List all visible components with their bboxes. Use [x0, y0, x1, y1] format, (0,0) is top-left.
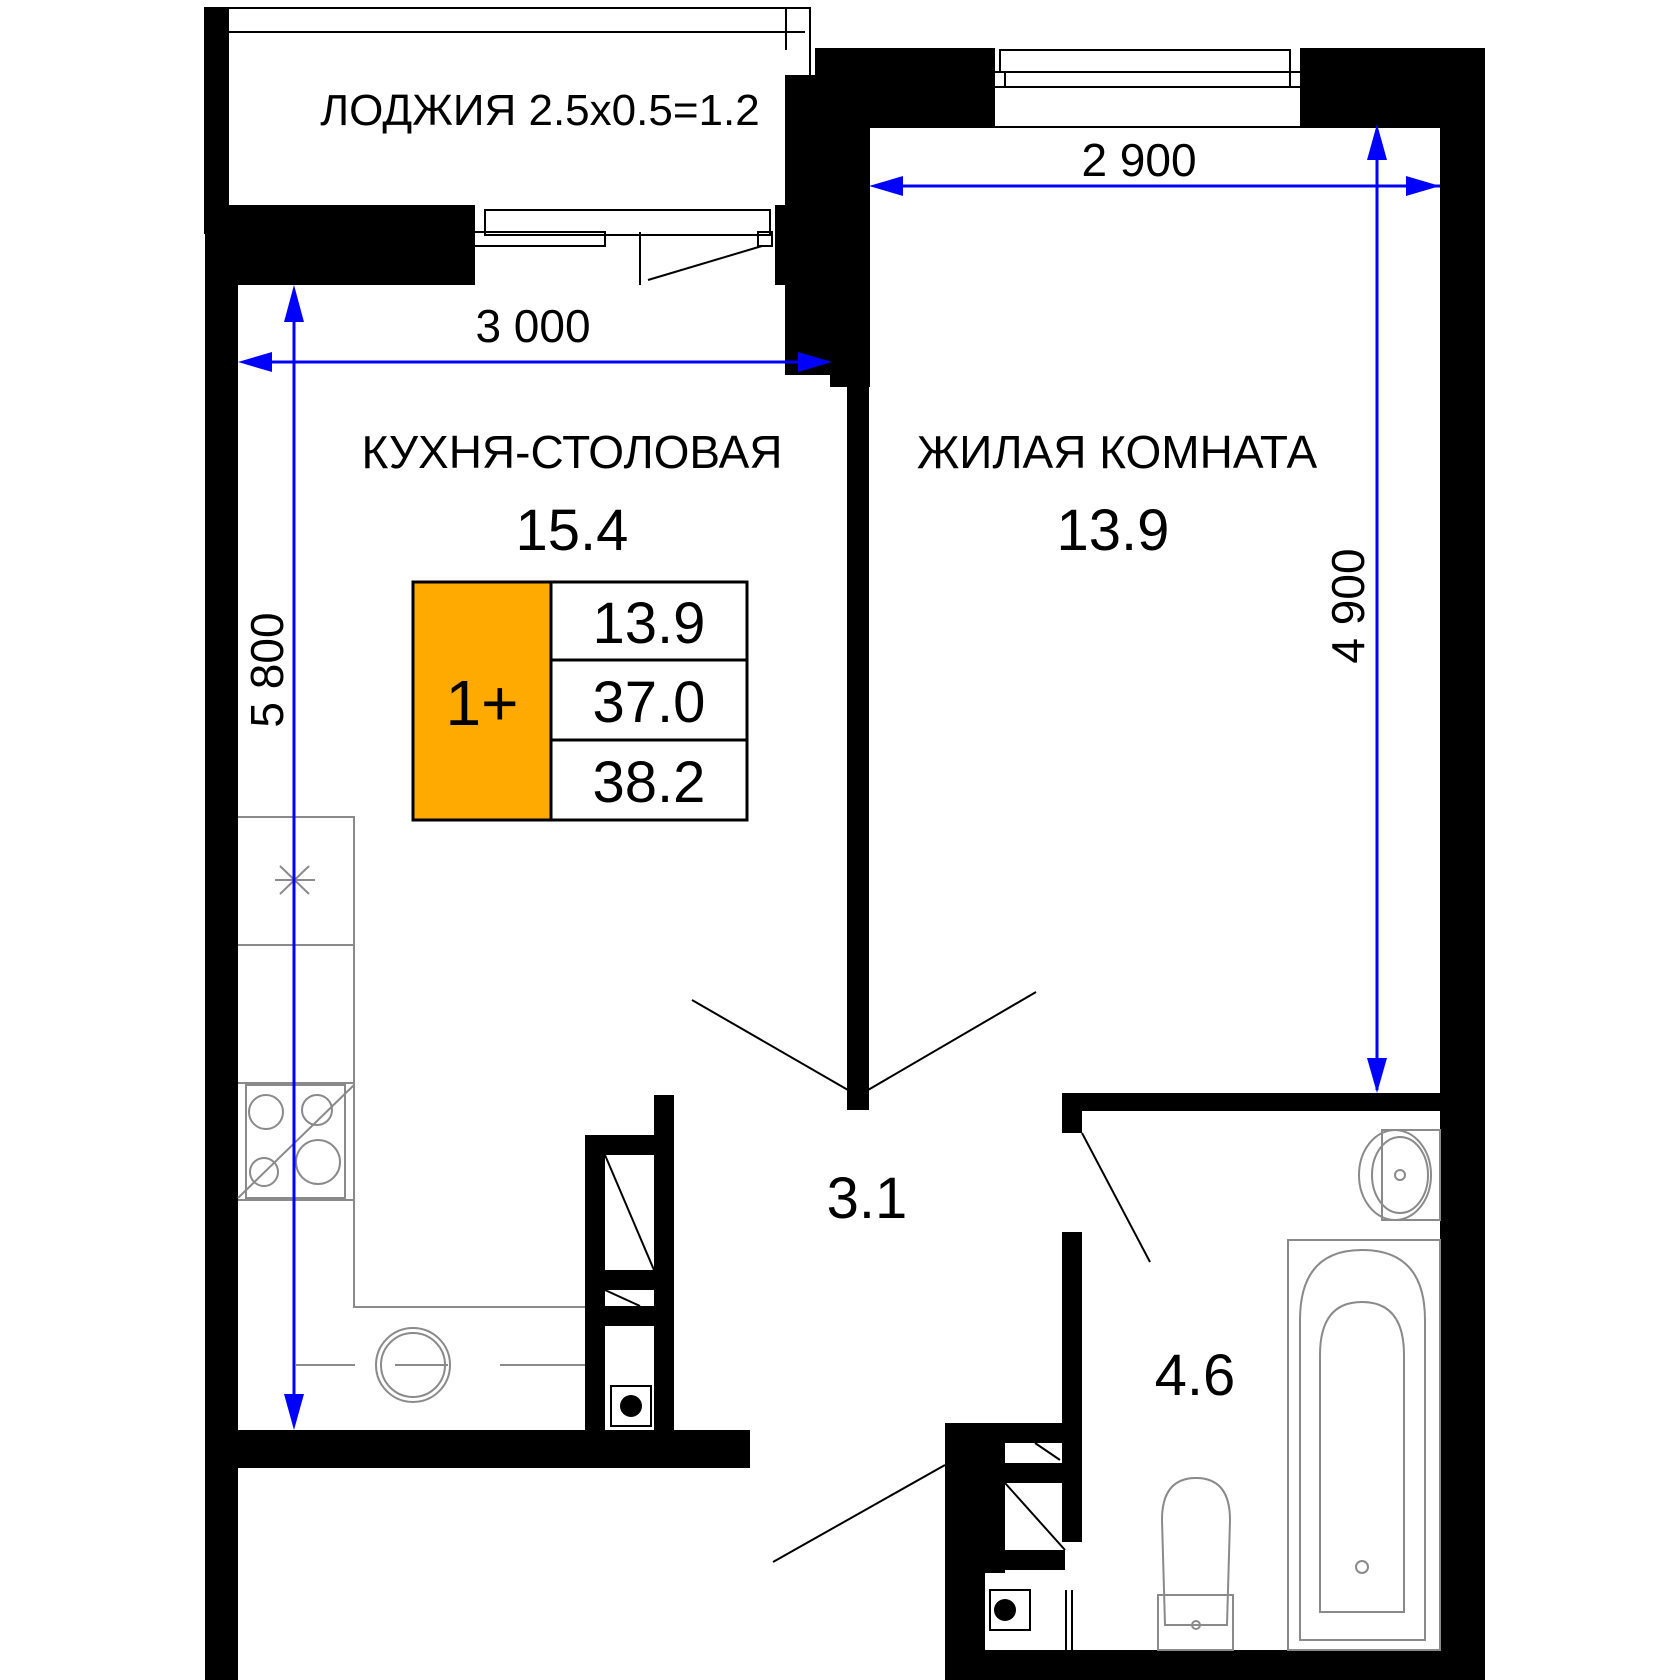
living-width-label: 2 900	[1081, 134, 1196, 186]
dimension-living-length	[1367, 124, 1387, 1093]
badge-living-area: 13.9	[593, 591, 706, 656]
kitchen-length-label: 5 800	[241, 612, 293, 727]
kitchen-counter	[238, 816, 585, 1308]
stove-icon	[237, 1084, 355, 1199]
dimension-living-width	[869, 176, 1440, 196]
kitchen-label: КУХНЯ-СТОЛОВАЯ	[362, 426, 783, 478]
living-label: ЖИЛАЯ КОМНАТА	[917, 426, 1318, 478]
bathroom-area: 4.6	[1155, 1343, 1236, 1408]
kitchen-width-label: 3 000	[475, 300, 590, 352]
washbasin-icon	[1358, 1129, 1441, 1221]
apartment-type: 1+	[446, 667, 519, 739]
window-loggia	[454, 205, 775, 285]
dining-table-icon	[296, 1327, 585, 1403]
living-length-label: 4 900	[1322, 548, 1374, 663]
dimension-kitchen-width	[238, 352, 832, 372]
badge-total-area: 37.0	[593, 670, 706, 735]
summary-badge: 1+ 13.9 37.0 38.2	[411, 580, 749, 822]
dimension-kitchen-length	[284, 285, 304, 1430]
window-living	[992, 48, 1304, 128]
loggia-label: ЛОДЖИЯ 2.5x0.5=1.2	[320, 86, 759, 135]
bathtub-icon	[1287, 1239, 1441, 1651]
kitchen-area: 15.4	[516, 498, 629, 563]
badge-total-with-loggia: 38.2	[593, 750, 706, 815]
walls	[205, 48, 1485, 1680]
toilet-icon	[1157, 1476, 1234, 1651]
living-area: 13.9	[1057, 498, 1170, 563]
door-swings	[691, 991, 1151, 1563]
bathroom-shaft	[989, 1442, 1073, 1650]
hall-area: 3.1	[827, 1166, 908, 1231]
kitchen-shaft	[604, 1154, 655, 1427]
